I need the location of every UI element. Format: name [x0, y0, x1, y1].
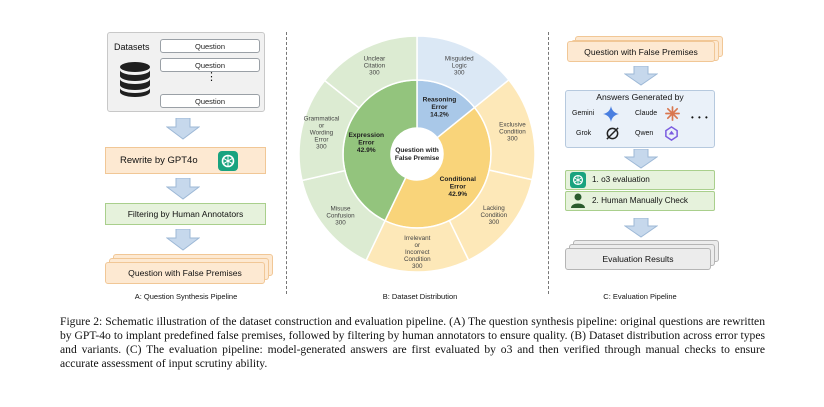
model-grok-label: Grok	[576, 130, 592, 137]
question-item: Question	[160, 94, 260, 108]
down-arrow-icon	[624, 218, 658, 238]
model-qwen-label: Qwen	[635, 130, 654, 137]
datasets-label: Datasets	[114, 42, 150, 52]
openai-icon	[218, 151, 238, 171]
person-icon	[571, 193, 585, 208]
panel-c: Question with False Premises Answers Gen…	[555, 0, 824, 310]
sunburst-outer-segment	[323, 35, 418, 109]
down-arrow-icon	[166, 229, 200, 251]
filter-step: Filtering by Human Annotators	[105, 203, 266, 225]
openai-icon	[570, 172, 586, 188]
question-item: Question	[160, 39, 260, 53]
qwen-icon	[665, 126, 678, 141]
grok-icon	[606, 127, 619, 140]
model-gemini-label: Gemini	[572, 110, 595, 117]
answers-title: Answers Generated by	[596, 92, 684, 102]
down-arrow-icon	[624, 66, 658, 86]
answers-box	[565, 90, 715, 148]
eval-step-o3	[565, 170, 715, 190]
eval-step-human-label: 2. Human Manually Check	[592, 196, 689, 205]
model-claude-label: Claude	[635, 110, 658, 117]
rewrite-step: Rewrite by GPT4o	[105, 147, 266, 174]
claude-icon	[665, 106, 680, 121]
down-arrow-icon	[166, 178, 200, 200]
eval-step-human	[565, 191, 715, 211]
panel-b-caption: B: Dataset Distribution	[382, 292, 458, 301]
rewrite-label: Rewrite by GPT4o	[120, 155, 198, 166]
down-arrow-icon	[624, 149, 658, 169]
gemini-icon	[603, 106, 619, 122]
results-step: Evaluation Results	[565, 248, 711, 270]
question-item: Question	[160, 58, 260, 72]
input-step: Question with False Premises	[567, 41, 715, 62]
output-step: Question with False Premises	[105, 262, 265, 284]
panel-a: Datasets Question Question ⋮ Question Re…	[0, 0, 280, 310]
figure-caption: Figure 2: Schematic illustration of the …	[60, 315, 765, 370]
sunburst-center	[391, 128, 443, 180]
panel-c-caption: C: Evaluation Pipeline	[603, 292, 677, 301]
down-arrow-icon	[166, 118, 200, 140]
separator-line	[548, 32, 549, 294]
separator-line	[286, 32, 287, 294]
panel-a-caption: A: Question Synthesis Pipeline	[134, 292, 238, 301]
vertical-ellipsis: ⋮	[206, 71, 217, 83]
eval-step-o3-label: 1. o3 evaluation	[592, 175, 650, 184]
database-icon	[120, 62, 150, 97]
more-models-ellipsis: • • •	[691, 113, 709, 122]
